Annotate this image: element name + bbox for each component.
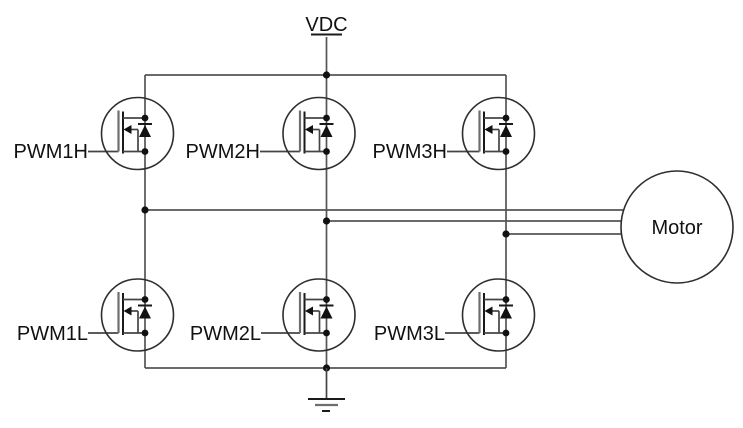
mosfet-pwm3l bbox=[461, 277, 536, 353]
motor: Motor bbox=[620, 170, 734, 284]
pwm1h-label: PWM1H bbox=[14, 141, 88, 163]
mosfet-pwm1l bbox=[100, 277, 175, 353]
vdc-rail-junction-dot bbox=[322, 71, 331, 79]
vdc-label: VDC bbox=[305, 14, 347, 36]
phase-b-junction-dot bbox=[322, 217, 331, 225]
pwm3l-label: PWM3L bbox=[374, 323, 445, 345]
pwm3h-label: PWM3H bbox=[373, 141, 447, 163]
mosfet-pwm1h bbox=[100, 96, 175, 171]
motor-circle bbox=[620, 170, 734, 284]
pwm2l-label: PWM2L bbox=[190, 323, 261, 345]
mosfet-pwm2h bbox=[281, 96, 357, 171]
phase-a-junction-dot bbox=[141, 206, 149, 214]
ground-symbol bbox=[308, 368, 345, 412]
pwm1l-label: PWM1L bbox=[17, 323, 88, 345]
pwm2h-label: PWM2H bbox=[186, 141, 260, 163]
motor-label: Motor bbox=[651, 217, 702, 239]
mosfet-pwm3h bbox=[461, 96, 536, 171]
phase-c-junction-dot bbox=[502, 230, 510, 238]
mosfet-pwm2l bbox=[281, 277, 357, 353]
